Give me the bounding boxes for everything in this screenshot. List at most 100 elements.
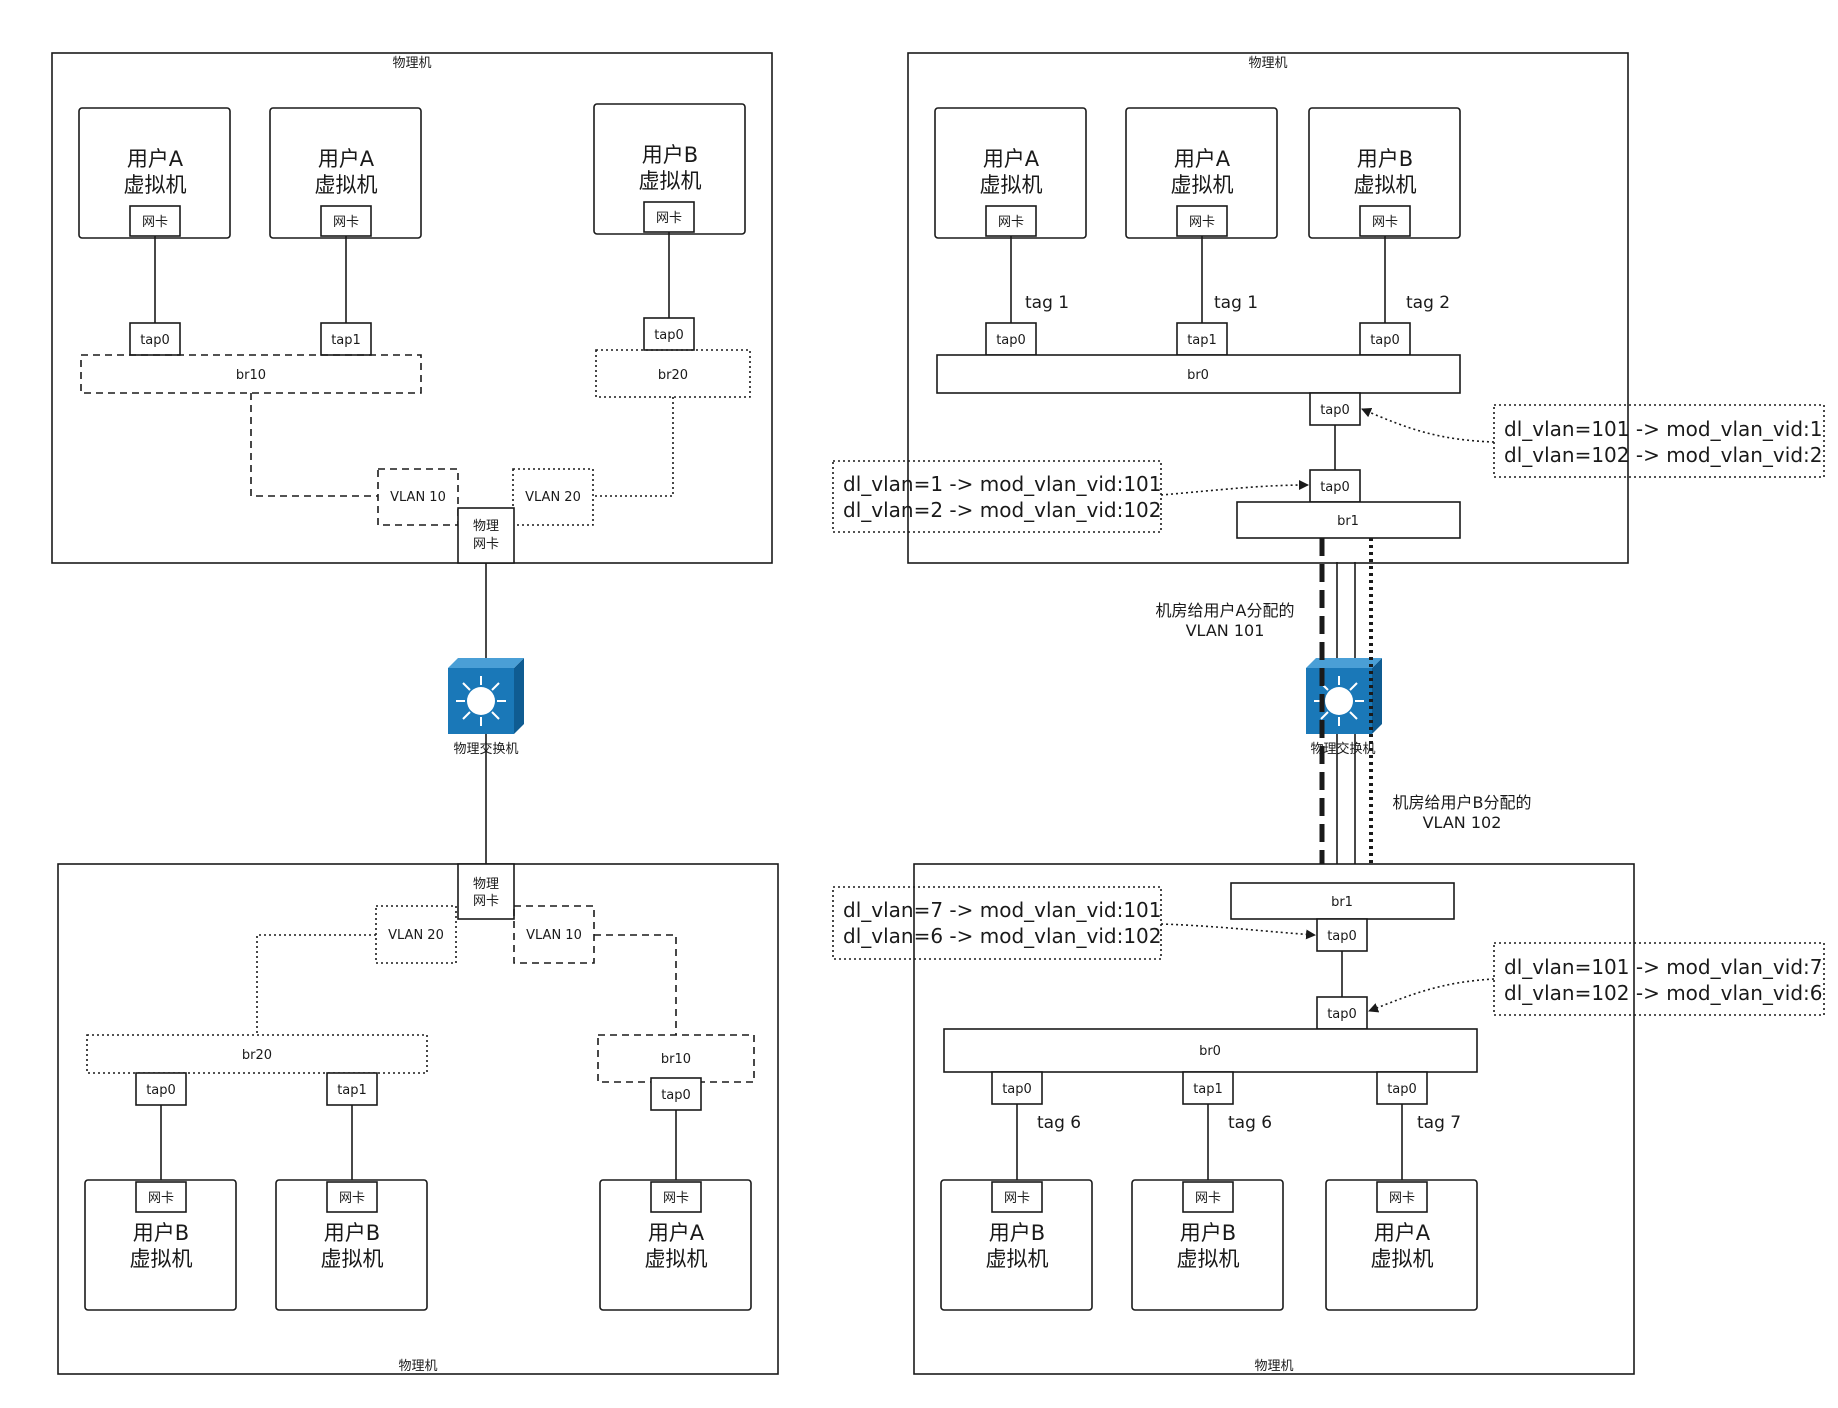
flow-rule: dl_vlan=6 -> mod_vlan_vid:102 — [843, 924, 1162, 948]
nic-label: 网卡 — [1372, 215, 1398, 230]
vm-user-b-2: 网卡 用户B 虚拟机 — [84, 1179, 237, 1311]
bridge-br0 — [943, 1028, 1478, 1073]
bridge-label: br10 — [661, 1052, 691, 1067]
tap-label: tap0 — [146, 1083, 176, 1098]
vm-label-line1: 用户B — [989, 1221, 1045, 1245]
nic-box — [985, 205, 1037, 237]
vm-label-line2: 虚拟机 — [1371, 1247, 1434, 1271]
switch-side — [1372, 658, 1382, 734]
vlan-label: VLAN 20 — [525, 490, 581, 505]
vm-label-line2: 虚拟机 — [1171, 173, 1234, 197]
vm-user-a-1: 用户A 虚拟机 网卡 — [78, 107, 231, 239]
tap-label: tap0 — [140, 333, 170, 348]
switch-label: 物理交换机 — [453, 741, 518, 757]
tap-label: tap0 — [1387, 1082, 1417, 1097]
vm-label-line2: 虚拟机 — [1354, 173, 1417, 197]
vm-label-line1: 用户B — [1357, 147, 1413, 171]
switch-top — [1306, 658, 1382, 668]
flow-rule: dl_vlan=2 -> mod_vlan_vid:102 — [843, 498, 1162, 522]
physical-nic — [457, 863, 515, 920]
vm-box — [275, 1179, 428, 1311]
vm-label-line2: 虚拟机 — [124, 173, 187, 197]
bridge-br10 — [80, 354, 422, 394]
vm-user-a-2: 用户A 虚拟机 网卡 — [269, 107, 422, 239]
nic-box — [1182, 1181, 1234, 1213]
rule-arrow — [1368, 978, 1495, 1013]
tap-label: tap1 — [331, 333, 361, 348]
left-bottom-host: 物理机 物理 网卡 VLAN 20 VLAN 10 br20 br10 tap0… — [57, 863, 779, 1375]
tap-label: tap0 — [1327, 929, 1357, 944]
rule-arrow — [1361, 408, 1495, 443]
bridge-label: br10 — [236, 368, 266, 383]
flow-rule-box — [1493, 404, 1825, 478]
switch-label: 物理交换机 — [1310, 741, 1375, 757]
rule-box-top-right: dl_vlan=101 -> mod_vlan_vid:1 dl_vlan=10… — [1361, 404, 1825, 478]
vm-box — [84, 1179, 237, 1311]
vm-user-a-5: 用户A 虚拟机 网卡 — [1125, 107, 1278, 239]
bridge-br1 — [1236, 501, 1461, 539]
vm-user-b-5: 网卡 用户B 虚拟机 — [940, 1179, 1093, 1311]
nic-box — [991, 1181, 1043, 1213]
flow-rule: dl_vlan=102 -> mod_vlan_vid:2 — [1504, 443, 1823, 467]
nic-label: 网卡 — [1189, 215, 1215, 230]
flow-rule-box — [1493, 942, 1825, 1016]
vm-label-line2: 虚拟机 — [986, 1247, 1049, 1271]
tap-label: tap0 — [996, 333, 1026, 348]
nic-box — [650, 1181, 702, 1213]
vm-label-line1: 用户B — [642, 143, 698, 167]
vm-label-line2: 虚拟机 — [321, 1247, 384, 1271]
bridge-br1 — [1230, 882, 1455, 920]
bridge-br20 — [86, 1034, 428, 1074]
flow-rule: dl_vlan=101 -> mod_vlan_vid:7 — [1504, 955, 1823, 979]
vm-box — [1131, 1179, 1284, 1311]
bridge-label: br0 — [1187, 368, 1209, 383]
bridge-label: br1 — [1331, 895, 1353, 910]
vlan10-link — [594, 934, 677, 1035]
nic-label: 网卡 — [998, 215, 1024, 230]
nic-label: 网卡 — [339, 1191, 365, 1206]
vm-label-line1: 用户A — [1374, 1221, 1431, 1245]
physical-nic-line2: 网卡 — [473, 537, 499, 552]
tag-label: tag 7 — [1417, 1113, 1461, 1133]
vlan-label: VLAN 10 — [390, 490, 446, 505]
vlan-label: VLAN 10 — [526, 928, 582, 943]
bridge-label: br20 — [658, 368, 688, 383]
tap-label: tap0 — [1370, 333, 1400, 348]
left-switch: 物理交换机 — [448, 658, 524, 757]
switch-side — [514, 658, 524, 734]
rule-box-bottom-right: dl_vlan=101 -> mod_vlan_vid:7 dl_vlan=10… — [1368, 942, 1825, 1016]
flow-rule: dl_vlan=1 -> mod_vlan_vid:101 — [843, 472, 1162, 496]
nic-box — [1376, 1181, 1428, 1213]
vlan-note-a-line2: VLAN 101 — [1186, 621, 1265, 640]
right-top-host: 物理机 用户A 虚拟机 网卡 用户A 虚拟机 网卡 用户B 虚拟机 网卡 tag… — [907, 52, 1629, 564]
vm-label-line1: 用户B — [1180, 1221, 1236, 1245]
vlan10-link — [250, 393, 378, 497]
nic-label: 网卡 — [142, 215, 168, 230]
bridge-label: br1 — [1337, 514, 1359, 529]
bridge-br20 — [595, 349, 751, 398]
tap-label: tap0 — [661, 1088, 691, 1103]
rule-box-bottom-left: dl_vlan=7 -> mod_vlan_vid:101 dl_vlan=6 … — [832, 886, 1316, 960]
nic-label: 网卡 — [1004, 1191, 1030, 1206]
vlan-note-b-line2: VLAN 102 — [1423, 813, 1502, 832]
vm-label-line1: 用户B — [133, 1221, 189, 1245]
flow-rule: dl_vlan=7 -> mod_vlan_vid:101 — [843, 898, 1162, 922]
physical-host-label: 物理机 — [1248, 56, 1287, 71]
physical-host-label: 物理机 — [392, 56, 431, 71]
nic-label: 网卡 — [1195, 1191, 1221, 1206]
nic-label: 网卡 — [333, 215, 359, 230]
physical-nic-line1: 物理 — [473, 877, 499, 892]
physical-nic-line2: 网卡 — [473, 894, 499, 909]
switch-top — [448, 658, 524, 668]
tag-label: tag 6 — [1228, 1113, 1272, 1133]
vm-label-line2: 虚拟机 — [639, 169, 702, 193]
tap-box — [1316, 996, 1368, 1030]
tap-box — [326, 1072, 378, 1106]
vm-label-line1: 用户A — [983, 147, 1040, 171]
vm-label-line2: 虚拟机 — [130, 1247, 193, 1271]
rule-box-top-left: dl_vlan=1 -> mod_vlan_vid:101 dl_vlan=2 … — [832, 460, 1309, 533]
tap-label: tap1 — [337, 1083, 367, 1098]
vm-user-b-1: 用户B 虚拟机 网卡 — [593, 103, 746, 235]
tag-label: tag 6 — [1037, 1113, 1081, 1133]
vm-user-b-3: 网卡 用户B 虚拟机 — [275, 1179, 428, 1311]
